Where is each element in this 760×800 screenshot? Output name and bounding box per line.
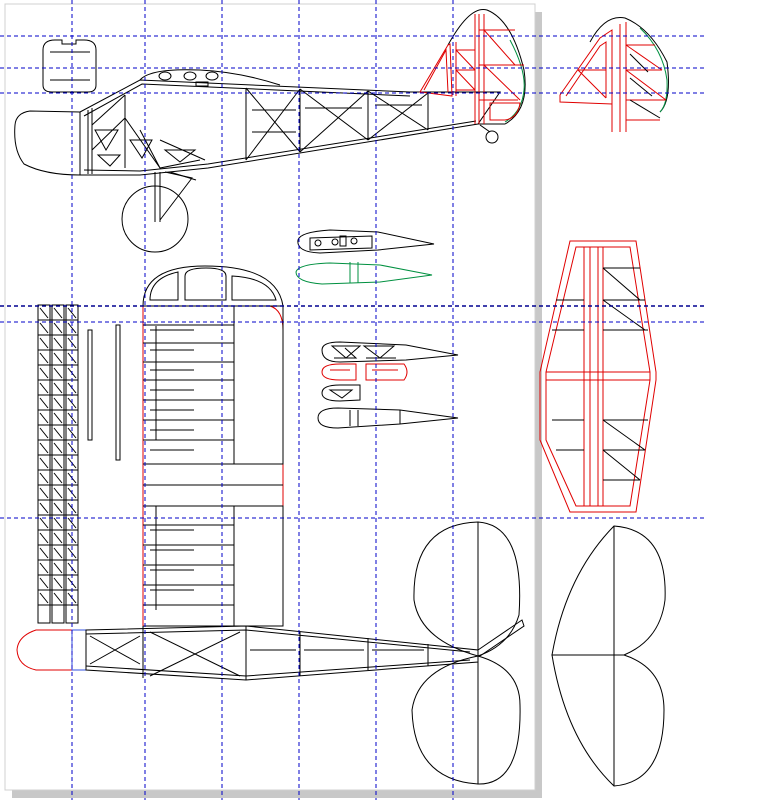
fuselage-side-view <box>14 69 501 176</box>
wing-rib-stations <box>143 324 283 610</box>
wing-rib-profiles <box>295 229 459 429</box>
stabilizer-outline-b <box>551 525 666 787</box>
fin-rib-frame <box>559 17 669 132</box>
vertical-tail-fin <box>419 8 526 125</box>
horizontal-stabilizer-frame <box>539 240 657 513</box>
cowling <box>14 110 81 176</box>
fuselage-top-view <box>16 619 525 681</box>
landing-gear <box>121 171 197 253</box>
stabilizer-outline-a <box>411 521 521 785</box>
guide-lines <box>0 0 706 800</box>
tail-wheel <box>485 130 499 144</box>
paper-sheet <box>4 3 536 791</box>
cockpit-former <box>42 39 97 93</box>
